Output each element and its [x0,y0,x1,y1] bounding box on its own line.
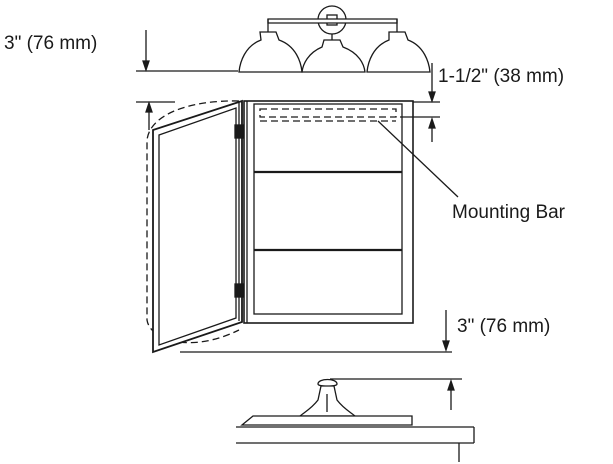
dim-arrowhead-faucet [447,378,455,391]
dimension-door-top [136,100,175,130]
dim-arrowhead-top-right [428,91,436,104]
dim-arrowhead-top-left [142,60,150,73]
faucet-and-sink [236,378,475,462]
mounting-offset-label: 1-1/2" (38 mm) [438,66,565,87]
fixture-shade-right [366,31,431,73]
fixture-shade-center [301,39,366,73]
mounting-bar-label: Mounting Bar [452,202,566,223]
dimension-mounting-offset [400,63,440,142]
top-clearance-label: 3" (76 mm) [4,33,98,54]
sink-basin [240,415,413,426]
cabinet-body [243,100,414,324]
dimension-top-clearance [136,30,238,73]
fixture-arm [267,18,398,24]
dim-arrowhead-bottom [442,340,450,353]
cabinet-outline [243,100,414,324]
door-swing-arc [146,100,240,344]
door-panel-inner [158,107,237,346]
dim-arrowhead-bar [428,116,436,129]
cabinet-door [146,99,244,354]
faucet-handle [317,378,338,387]
door-panel-outer [152,99,243,354]
hinge-top-icon [234,124,244,139]
light-fixture [238,5,431,73]
hinge-bottom-icon [234,283,244,298]
mounting-bar [259,108,397,118]
fixture-shade-left [238,31,303,73]
bottom-clearance-label: 3" (76 mm) [457,316,551,337]
cabinet-interior [253,103,403,315]
mounting-bar-leader [377,120,459,198]
dimension-bottom-clearance [180,310,452,353]
dim-arrowhead-door-top [145,100,153,113]
